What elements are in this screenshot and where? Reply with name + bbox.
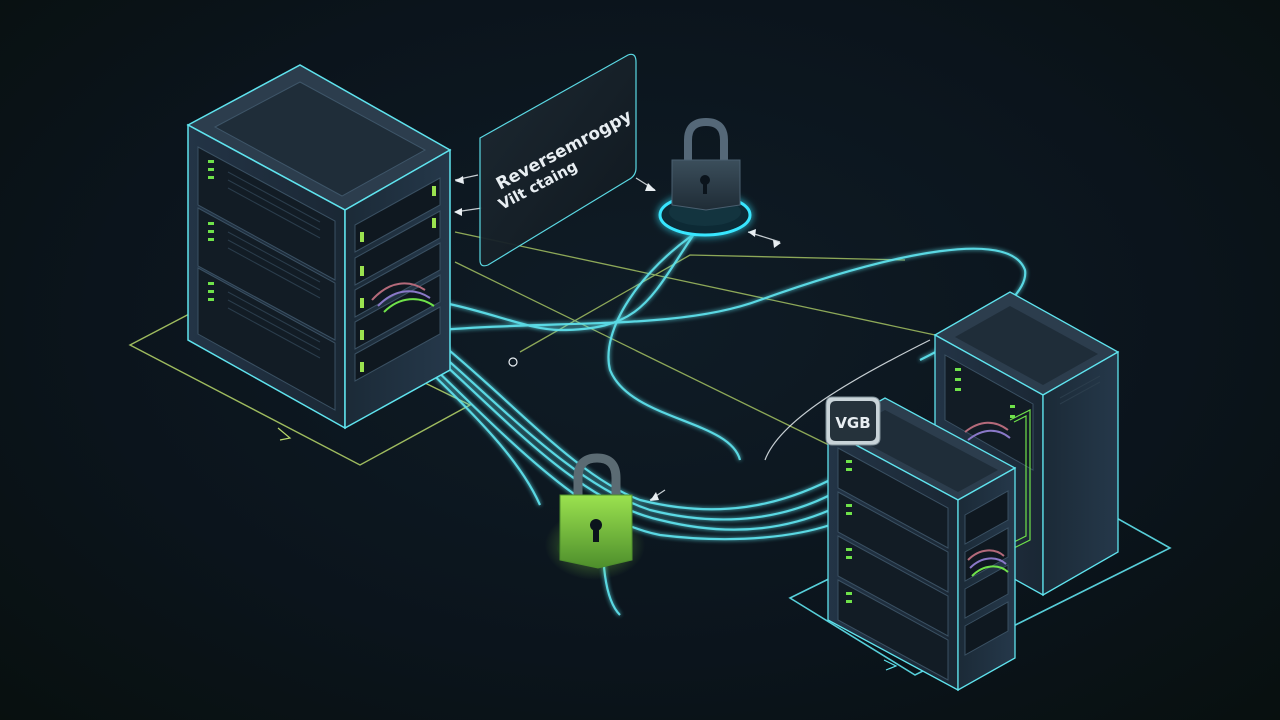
led-indicators [208, 160, 214, 301]
server-rack-left [186, 64, 452, 430]
lock-icon [658, 117, 752, 237]
lock-icon [545, 453, 645, 580]
lime-guide-lines [454, 231, 936, 471]
server-badge: VGB [825, 396, 881, 446]
reverse-proxy-panel: Reversemrogpy Vilt ctaing [479, 53, 637, 267]
server-badge-label: VGB [835, 414, 870, 432]
junction-node [508, 357, 518, 367]
server-rack-front-right: VGB [825, 396, 1017, 692]
